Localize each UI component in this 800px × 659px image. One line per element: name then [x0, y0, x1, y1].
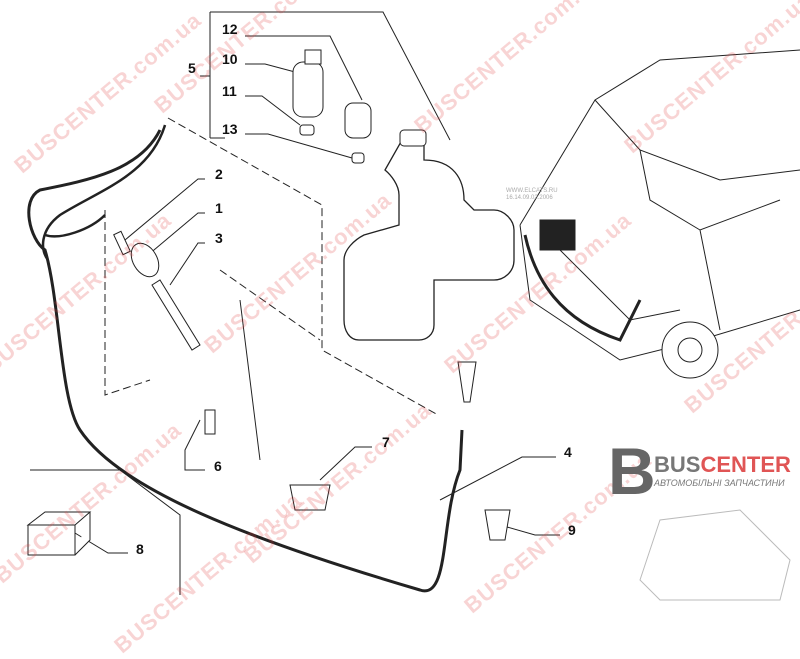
callout-8: 8 — [136, 541, 144, 557]
stamp-line-2: 16.14.09.02.2006 — [506, 195, 553, 201]
leader-10 — [245, 63, 296, 73]
stamp-line-1: WWW.ELCATS.RU — [506, 188, 558, 194]
leader-3 — [169, 242, 205, 286]
leader-2 — [124, 178, 205, 241]
bracket-5 — [200, 11, 451, 141]
van-wheel — [661, 321, 719, 379]
logo-name-center: CENTER — [700, 452, 791, 477]
washer-reservoir — [343, 139, 515, 341]
van-outline — [519, 49, 800, 361]
clip-2 — [113, 230, 131, 256]
grommet-11 — [299, 124, 315, 136]
nozzle-3 — [151, 279, 201, 351]
callout-7: 7 — [382, 434, 390, 450]
logo-name: BUSCENTER — [654, 452, 791, 478]
leader-hose — [30, 469, 181, 595]
callout-3: 3 — [215, 230, 223, 246]
leader-7 — [319, 446, 372, 481]
callout-13: 13 — [222, 121, 238, 137]
callout-12: 12 — [222, 21, 238, 37]
clip-7 — [289, 484, 331, 511]
callout-6: 6 — [214, 458, 222, 474]
callout-5: 5 — [188, 60, 196, 76]
grommet-13 — [351, 152, 365, 164]
van-reservoir — [539, 219, 576, 251]
leader-11 — [245, 95, 301, 126]
nozzle-right — [457, 361, 477, 403]
reservoir-cap — [399, 129, 427, 147]
callout-10: 10 — [222, 51, 238, 67]
callout-4: 4 — [564, 444, 572, 460]
leader-1 — [147, 212, 205, 256]
pump-12 — [344, 102, 372, 139]
leader-4 — [439, 456, 556, 501]
washer-hose — [27, 129, 464, 593]
callout-2: 2 — [215, 166, 223, 182]
logo-name-bus: BUS — [654, 452, 701, 477]
parts-diagram — [26, 11, 800, 601]
dashed-frame — [104, 117, 439, 416]
buscenter-logo: B BUSCENTER АВТОМОБІЛЬНІ ЗАПЧАСТИНИ — [608, 438, 798, 508]
clip-9 — [484, 509, 511, 541]
leader-12 — [245, 35, 363, 101]
leader-6 — [184, 299, 261, 471]
seal-1 — [130, 242, 160, 278]
relay-8 — [26, 511, 92, 556]
logo-van — [639, 509, 791, 601]
leader-9 — [499, 524, 560, 536]
leader-13 — [245, 133, 353, 159]
logo-letter: B — [608, 434, 656, 508]
callout-9: 9 — [568, 522, 576, 538]
bolt-6 — [204, 409, 216, 435]
callout-1: 1 — [215, 200, 223, 216]
van-wiring — [523, 234, 642, 342]
logo-subtitle: АВТОМОБІЛЬНІ ЗАПЧАСТИНИ — [654, 478, 785, 488]
callout-11: 11 — [222, 83, 237, 99]
pump-10 — [292, 61, 324, 118]
source-stamp: WWW.ELCATS.RU 16.14.09.02.2006 — [506, 188, 558, 202]
